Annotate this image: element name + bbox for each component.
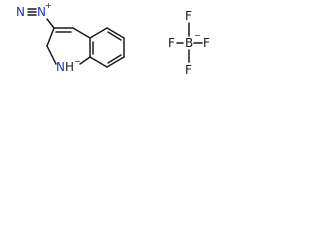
atom-b: B — [185, 36, 193, 50]
bond-c7-c8 — [106, 56, 125, 68]
atom-f-right: F — [203, 36, 210, 50]
atom-f-top: F — [185, 9, 192, 23]
tetrafluoroborate: F F B − F F — [168, 9, 210, 77]
chemical-structure: N N + N H − F F B − — [16, 1, 210, 77]
bond-c8-c8a — [89, 56, 108, 68]
bond-c4-c4a — [72, 27, 91, 39]
bond-n-c3 — [46, 18, 55, 29]
charge-minus: − — [74, 57, 81, 66]
diazonium-group: N N + — [16, 1, 55, 29]
charge-plus: + — [45, 1, 52, 10]
bond-c8a-n1 — [79, 56, 91, 65]
atom-f-left: F — [168, 36, 175, 50]
bond-c3-c2 — [46, 27, 55, 47]
bond-c4a-c5 — [89, 27, 108, 39]
bond-c5-c6 — [106, 27, 125, 39]
bond-c7-c8-double — [107, 54, 122, 64]
charge-boron: − — [194, 31, 201, 40]
atom-f-bottom: F — [185, 63, 192, 77]
quinoline-ring: N H − — [46, 27, 125, 74]
atom-n-internal: N — [37, 5, 46, 19]
bond-c2-n1 — [46, 45, 57, 65]
bond-c5-c6-double — [107, 31, 122, 41]
atom-h-ring: H — [65, 60, 74, 74]
atom-n-ring: N — [56, 60, 65, 74]
atom-n-terminal: N — [16, 5, 25, 19]
